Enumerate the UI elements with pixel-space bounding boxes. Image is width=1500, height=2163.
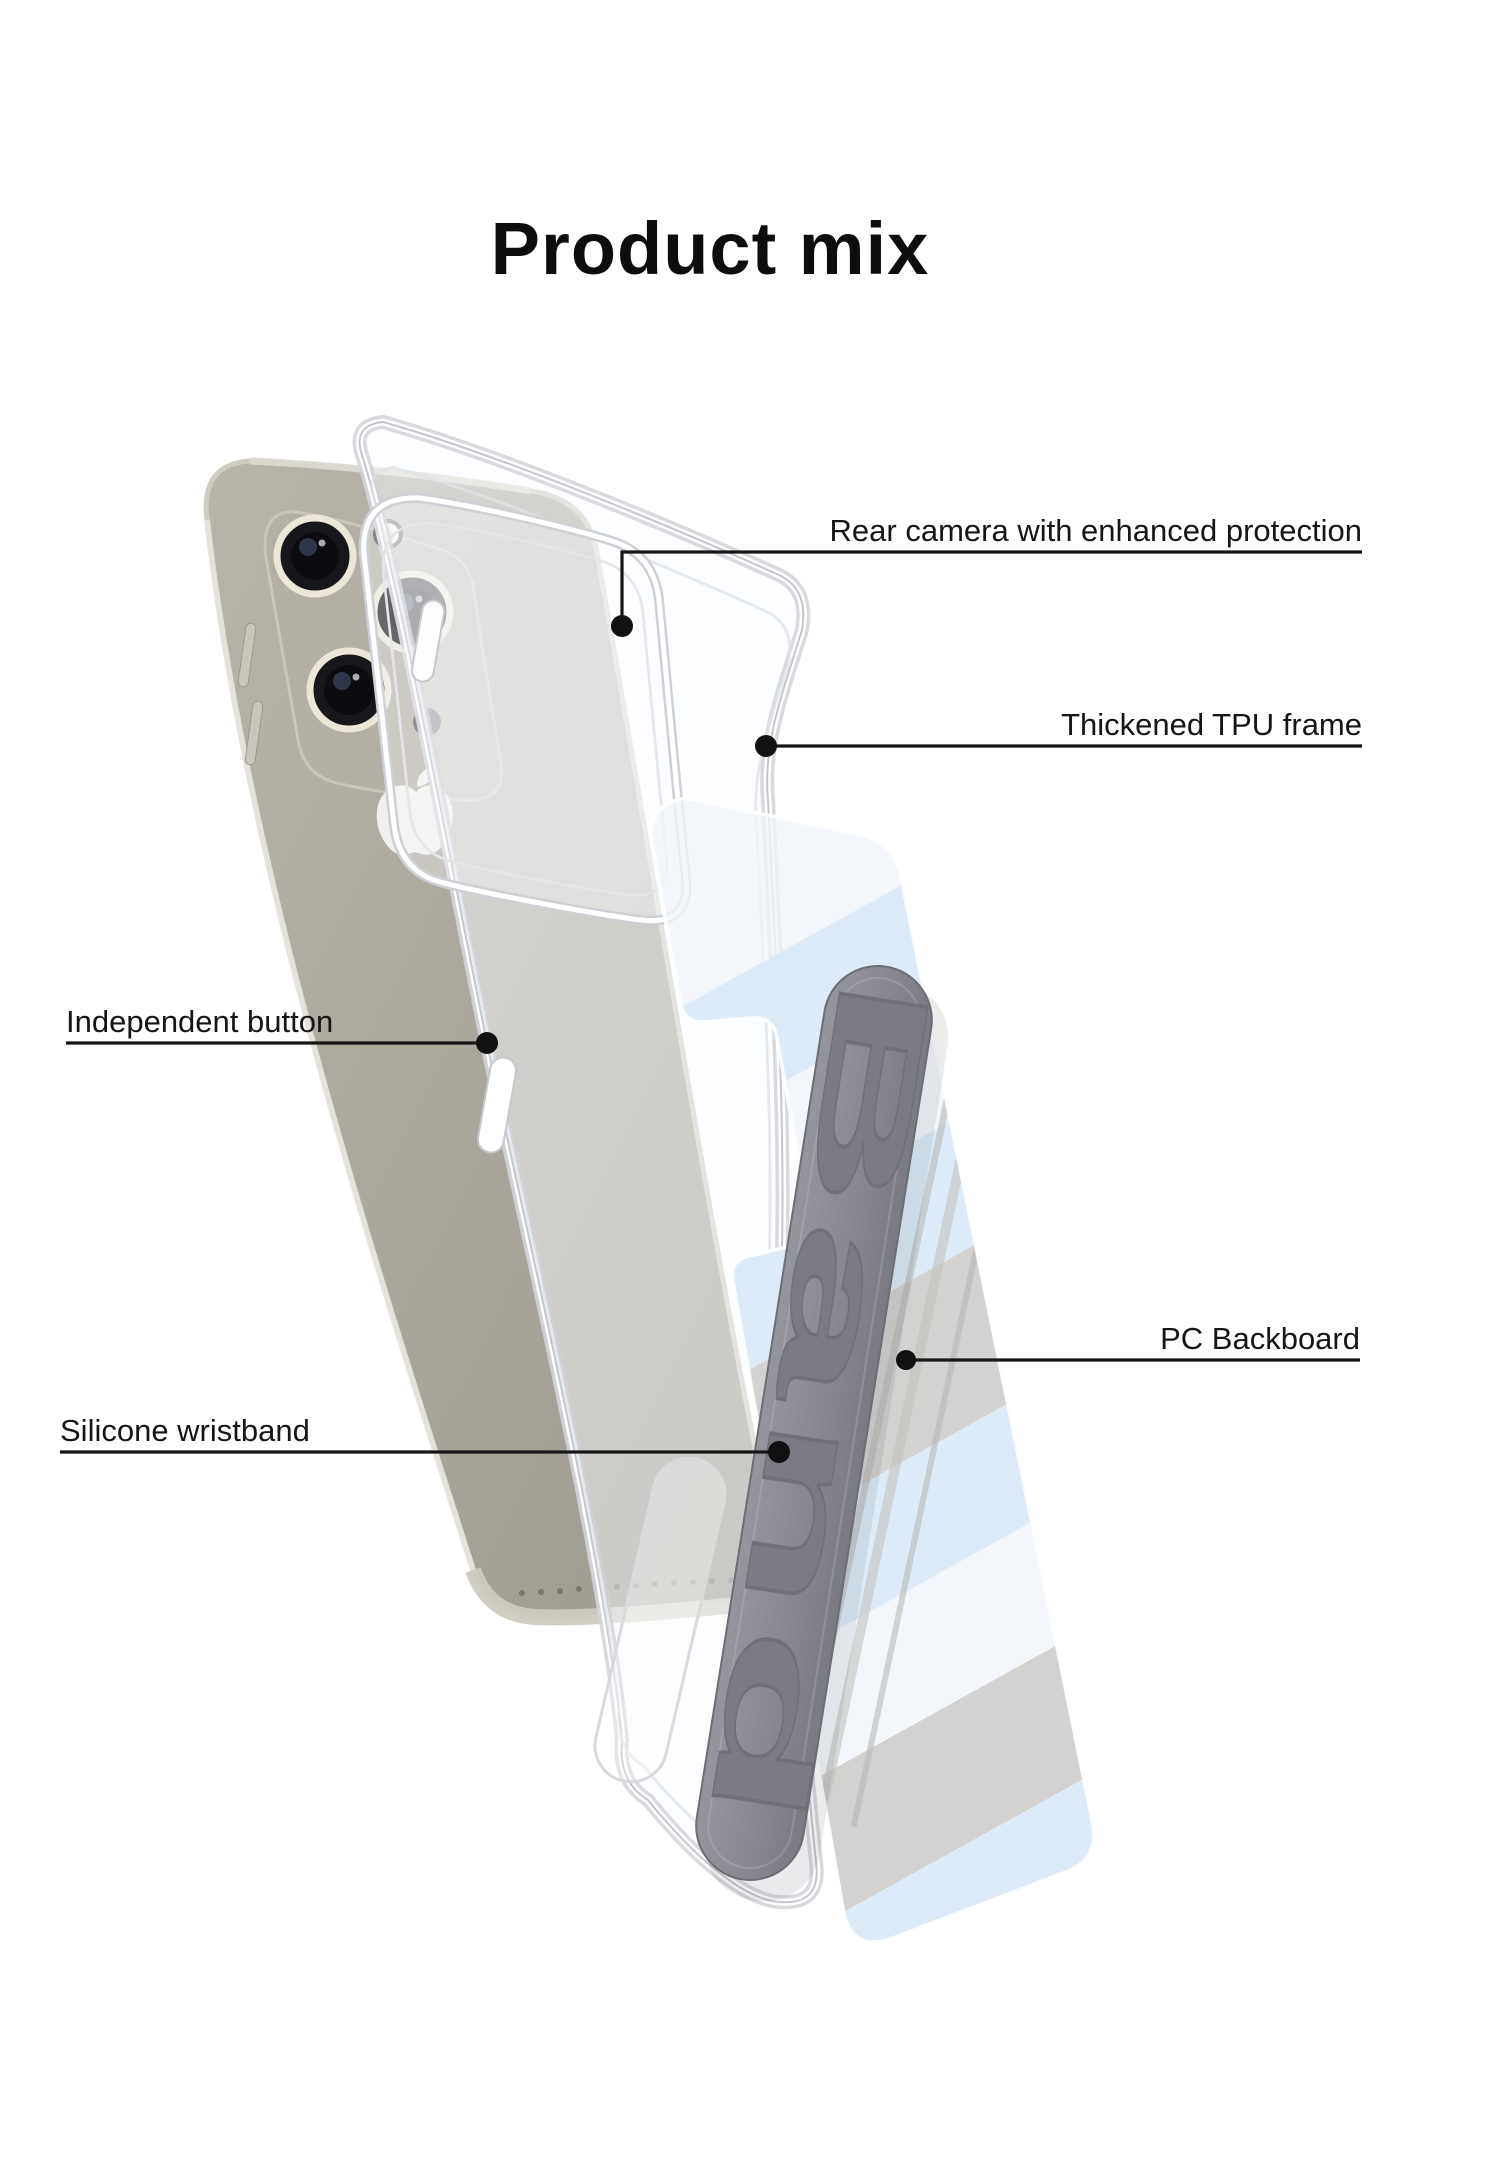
callout-dot-rear-camera <box>611 615 633 637</box>
camera-lens-top <box>273 514 357 598</box>
tpu-case-illustration <box>360 422 817 1902</box>
callout-dot-independent-button <box>476 1032 498 1054</box>
callout-dot-pc-backboard <box>896 1350 916 1370</box>
case-independent-button <box>476 1056 518 1154</box>
callout-label-tpu-frame: Thickened TPU frame <box>1061 707 1362 742</box>
callout-dot-silicone-wristband <box>768 1441 790 1463</box>
callout-dots <box>476 615 916 1463</box>
callout-label-silicone-wristband: Silicone wristband <box>60 1413 310 1448</box>
callout-label-independent-button: Independent button <box>66 1004 334 1039</box>
strap-body <box>695 965 933 1881</box>
page-title: Product mix <box>490 206 930 290</box>
callout-lines <box>60 550 1362 1454</box>
case-strap-slot <box>593 1456 727 1784</box>
camera-lens-bottom <box>306 647 392 733</box>
callout-label-rear-camera: Rear camera with enhanced protection <box>829 513 1362 548</box>
case-volume-button <box>410 599 446 683</box>
callout-label-pc-backboard: PC Backboard <box>1160 1321 1360 1356</box>
case-camera-ring <box>358 492 692 926</box>
phone-side-buttons <box>237 622 264 766</box>
phone-left-edge-highlight <box>204 519 476 1571</box>
callout-dot-tpu-frame <box>755 735 777 757</box>
callout-line-rear-camera <box>620 550 1362 626</box>
